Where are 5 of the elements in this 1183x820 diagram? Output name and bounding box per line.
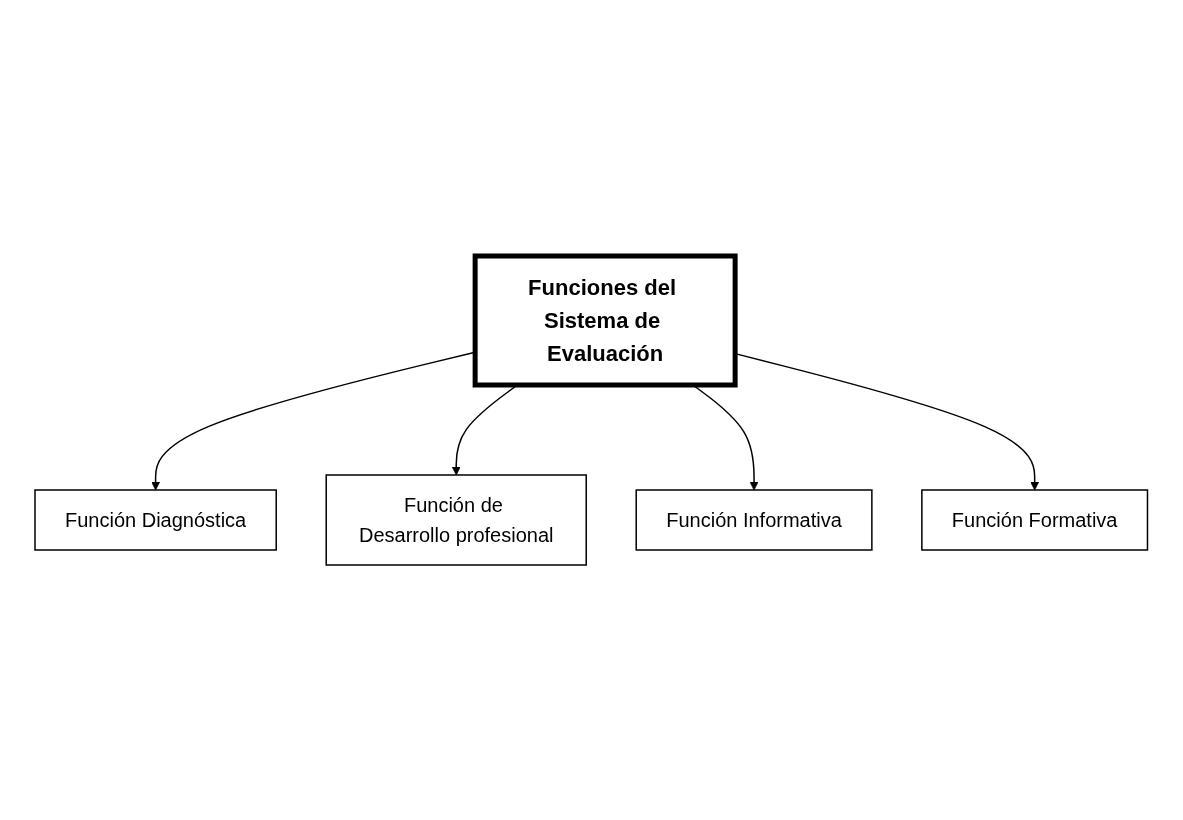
node-box: Función de Desarrollo profesional	[325, 473, 588, 566]
node-box: Función Formativa	[921, 488, 1149, 551]
node-box: Funciones del Sistema de Evaluación	[472, 253, 738, 387]
node-box: Función Diagnóstica	[34, 488, 278, 551]
node-box: Función Informativa	[635, 488, 873, 551]
